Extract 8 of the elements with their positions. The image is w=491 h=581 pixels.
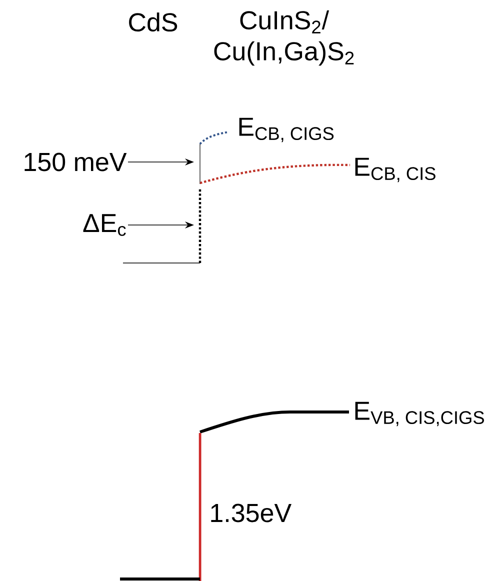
- value-label: ΔE$_{c}$: [83, 214, 126, 236]
- layer-label: CdS: [129, 12, 178, 32]
- band-label: 1.35eV: [211, 504, 292, 522]
- band-label: $\text{E}_{\text{CB, CIS}}$: [355, 158, 436, 182]
- band-label: $\text{E}_{\text{CB, CIGS}}$: [239, 118, 334, 142]
- value-label: 150 meV: [24, 152, 127, 172]
- layer-label: CuInS$_{2}$/ Cu(In,Ga)S$_{2}$: [214, 10, 354, 66]
- band-label: $\text{E}_{\text{VB, CIS,CIGS}}$: [355, 402, 484, 426]
